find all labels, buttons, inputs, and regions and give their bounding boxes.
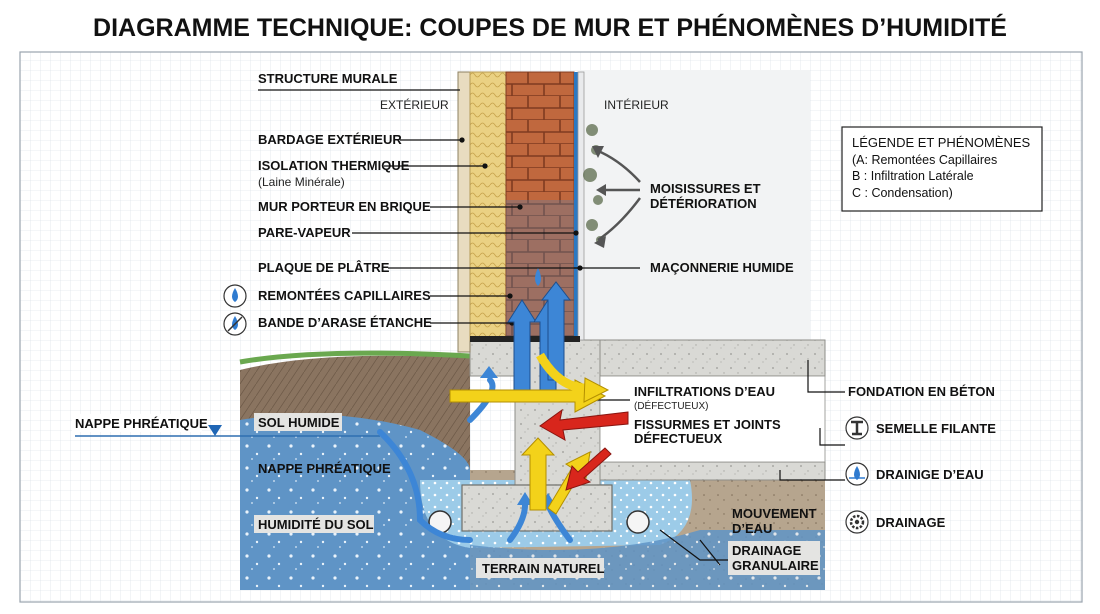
nappe-left-bg: [72, 414, 202, 432]
legend-box: [841, 126, 1043, 212]
floor-slab: [599, 461, 826, 481]
label-structure: STRUCTURE MURALE: [258, 71, 398, 86]
label-bande: BANDE D’ARASE ÉTANCHE: [258, 315, 432, 330]
water-drop: [535, 268, 541, 286]
drain-pipe-right: [626, 510, 650, 534]
label-plaque: PLAQUE DE PLÂTRE: [258, 260, 390, 275]
humidite-sol-bg: [254, 515, 374, 533]
capillary-arrows: [507, 281, 572, 391]
label-maconnerie: MAÇONNERIE HUMIDE: [650, 260, 794, 275]
label-fondation: FONDATION EN BÉTON: [848, 384, 995, 399]
sol-humide-bg: [254, 413, 342, 431]
zone-exterior: EXTÉRIEUR: [380, 97, 449, 112]
label-nappe-left: NAPPE PHRÉATIQUE: [75, 416, 208, 431]
defect-arrows: [539, 408, 629, 491]
vapor-barrier: [574, 72, 578, 340]
label-drainage-gran-1: DRAINAGE: [732, 543, 802, 558]
label-moisissures-2: DÉTÉRIORATION: [650, 196, 757, 211]
leader-lines: [258, 89, 845, 566]
label-sol-humide: SOL HUMIDE: [258, 415, 340, 430]
water-table-zone: [240, 414, 470, 590]
label-terrain: TERRAIN NATUREL: [482, 561, 605, 576]
label-drainige: DRAINIGE D’EAU: [876, 467, 984, 482]
droplet-icon: [223, 284, 247, 308]
label-semelle: SEMELLE FILANTE: [876, 421, 996, 436]
label-mouvement-1: MOUVEMENT: [732, 506, 817, 521]
grass: [239, 350, 471, 365]
label-nappe: NAPPE PHRÉATIQUE: [258, 461, 391, 476]
footing-icon: [845, 416, 869, 440]
label-isolation-sub: (Laine Minérale): [258, 175, 345, 189]
water-drainage-icon: [845, 462, 869, 486]
plasterboard: [577, 71, 585, 341]
mold-arrowheads: [592, 146, 606, 248]
label-bardage: BARDAGE EXTÉRIEUR: [258, 132, 402, 147]
interior-room: [580, 70, 810, 340]
water-level-icon: [208, 425, 222, 436]
terrain-bg: [476, 558, 604, 578]
label-humidite-sol: HUMIDITÉ DU SOL: [258, 517, 374, 532]
foundation-void: [599, 375, 826, 463]
label-fissures-1: FISSURMES ET JOINTS: [634, 417, 781, 432]
label-infiltrations-sub: (DÉFECTUEUX): [634, 399, 708, 412]
exterior-cladding: [457, 71, 471, 353]
label-isolation: ISOLATION THERMIQUE: [258, 158, 410, 173]
legend-title: LÉGENDE ET PHÉNOMÈNES: [852, 135, 1031, 150]
label-drainage-gran-2: GRANULAIRE: [732, 558, 819, 573]
label-pare-vapeur: PARE-VAPEUR: [258, 225, 351, 240]
label-mur-porteur: MUR PORTEUR EN BRIQUE: [258, 199, 431, 214]
label-mouvement-2: D’EAU: [732, 521, 772, 536]
label-drainage: DRAINAGE: [876, 515, 946, 530]
page-title: DIAGRAMME TECHNIQUE: COUPES DE MUR ET PH…: [93, 13, 1007, 42]
no-water-icon: [223, 312, 247, 336]
label-fissures-2: DÉFECTUEUX: [634, 431, 722, 446]
legend-item-a: (A: Remontées Capillaires: [852, 153, 997, 167]
label-infiltrations: INFILTRATIONS D’EAU: [634, 384, 775, 399]
label-moisissures-1: MOISISSURES ET: [650, 181, 761, 196]
legend-item-c: C : Condensation): [852, 186, 953, 200]
drainage-gran-bg: [728, 541, 820, 575]
gear-icon: [845, 510, 869, 534]
legend-item-b: B : Infiltration Latérale: [852, 169, 974, 183]
label-remontees: REMONTÉES CAPILLAIRES: [258, 288, 431, 303]
zone-interior: INTÉRIEUR: [604, 97, 669, 112]
insulation-layer: [469, 71, 507, 341]
